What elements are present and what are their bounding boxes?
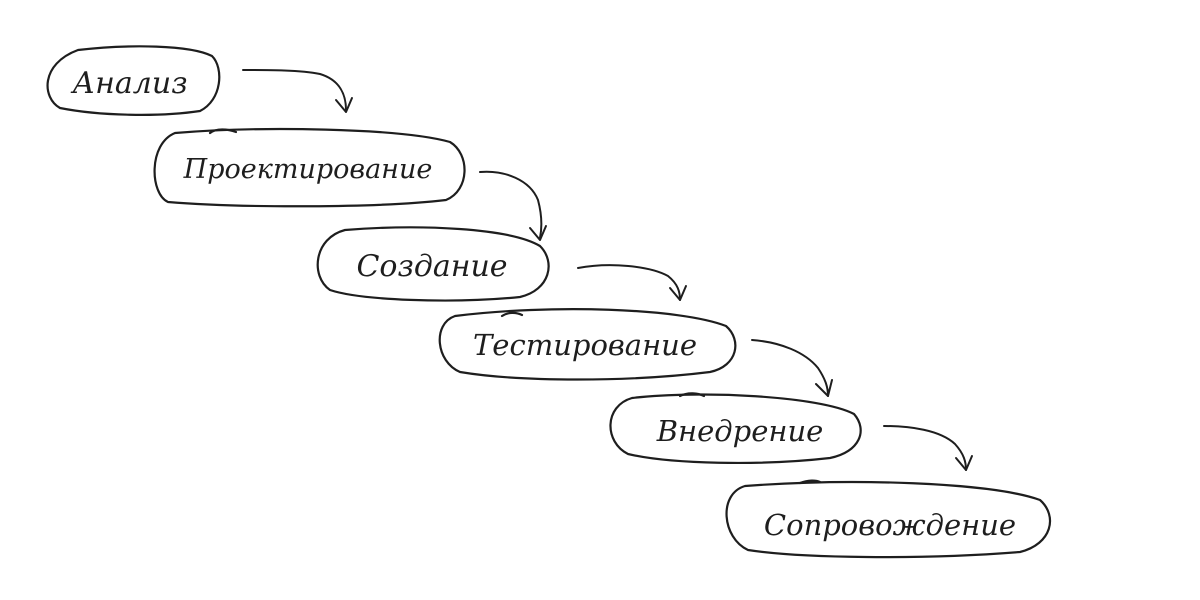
stage-deployment-label: Внедрение <box>656 414 824 448</box>
stage-deployment-overstroke <box>678 392 706 398</box>
arrow-1-head <box>335 97 353 113</box>
stage-creation-label: Создание <box>356 249 507 284</box>
stage-design-outline <box>153 127 466 208</box>
stage-design-label: Проектирование <box>183 154 433 185</box>
arrow-4-line <box>751 339 829 397</box>
stage-testing-overstroke <box>500 311 524 318</box>
arrow-1-line <box>242 69 347 111</box>
stage-analysis: Анализ <box>46 45 221 116</box>
stage-design-overstroke <box>208 128 238 135</box>
stage-maintenance-label: Сопровождение <box>764 508 1016 542</box>
arrow-4-head <box>815 379 833 397</box>
arrow-analysis-to-design <box>242 69 353 113</box>
stage-deployment: Внедрение <box>609 392 862 465</box>
arrow-5-head <box>955 455 973 471</box>
stage-testing-outline <box>438 308 737 381</box>
stage-creation: Создание <box>316 226 550 302</box>
stage-maintenance: Сопровождение <box>725 479 1052 559</box>
arrow-creation-to-testing <box>577 264 687 301</box>
arrow-testing-to-deployment <box>751 339 833 397</box>
arrow-2-line <box>479 170 543 239</box>
stage-creation-outline <box>316 226 550 302</box>
arrow-3-line <box>577 264 681 301</box>
stage-analysis-label: Анализ <box>70 66 187 101</box>
stage-design: Проектирование <box>153 127 466 208</box>
stage-deployment-outline <box>609 393 862 465</box>
arrow-design-to-creation <box>479 170 547 241</box>
stage-maintenance-overstroke <box>798 479 822 485</box>
stage-analysis-outline <box>46 45 221 116</box>
stage-testing: Тестирование <box>438 308 737 381</box>
arrow-2-head <box>529 225 547 241</box>
arrow-5-line <box>883 425 967 471</box>
arrow-deployment-to-maintenance <box>883 425 973 471</box>
stage-testing-label: Тестирование <box>473 328 697 362</box>
stage-maintenance-outline <box>725 480 1052 559</box>
arrow-3-head <box>669 285 687 301</box>
